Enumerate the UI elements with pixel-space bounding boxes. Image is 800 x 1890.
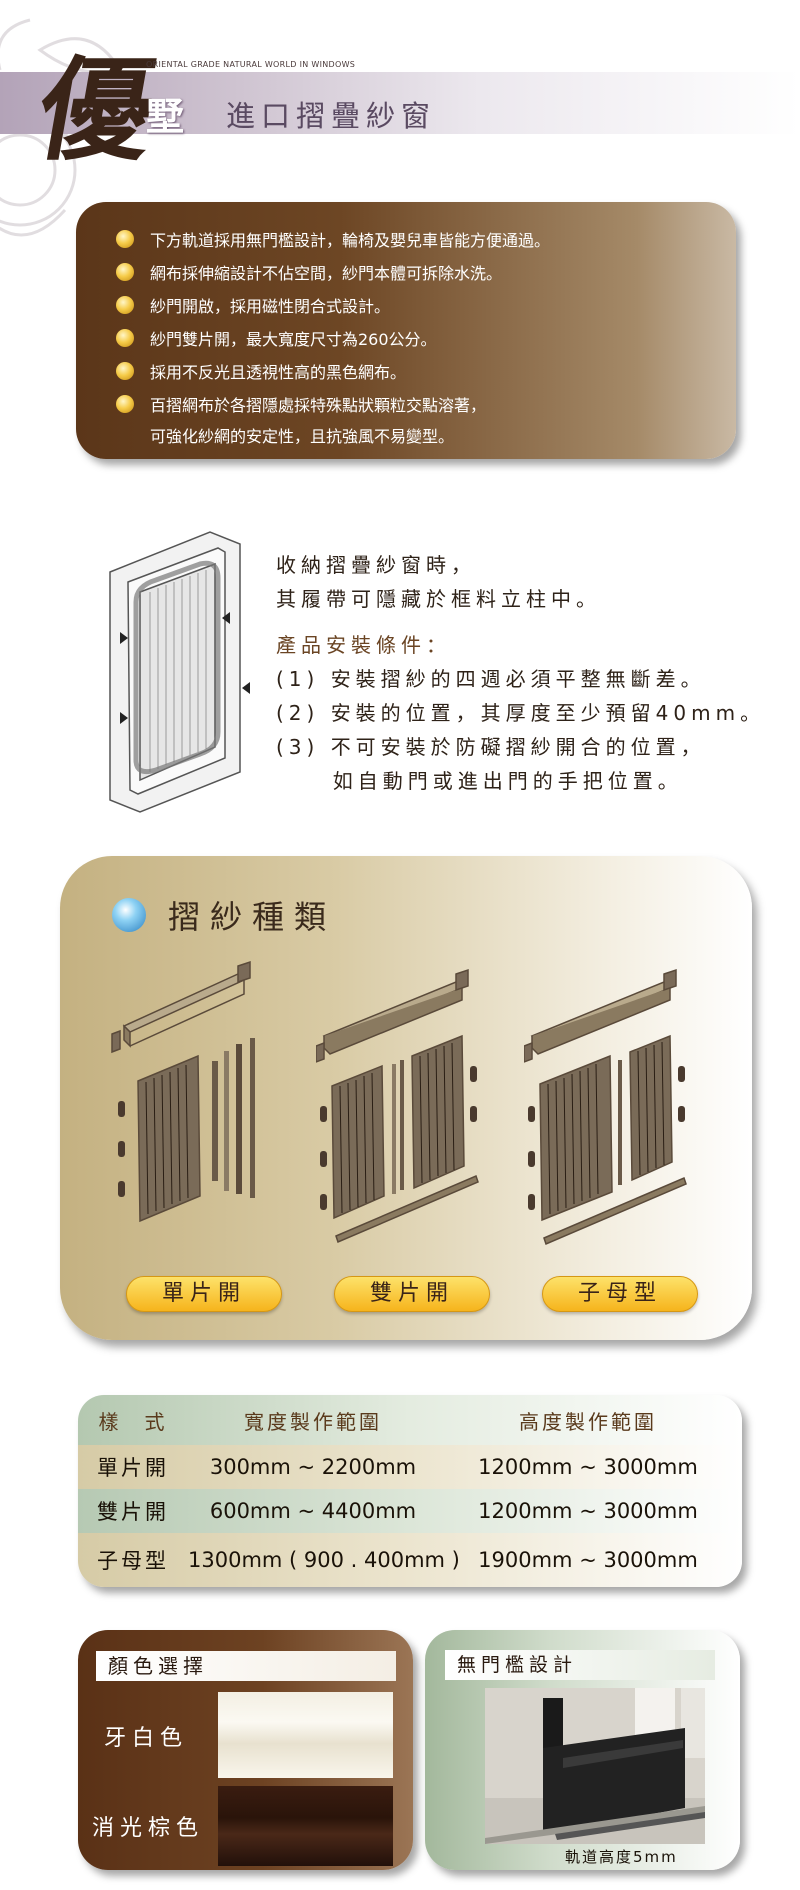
install-intro-line: 收納摺疊紗窗時， — [276, 553, 476, 577]
spec-row: 雙片開 600mm ~ 4400mm 1200mm ~ 3000mm — [78, 1489, 742, 1533]
color-selection-box: 顏色選擇 牙白色 消光棕色 — [78, 1630, 413, 1870]
install-instructions: 收納摺疊紗窗時， 其履帶可隱藏於框料立柱中。 產品安裝條件： (1) 安裝摺紗的… — [276, 548, 765, 798]
type-parent-child-button[interactable]: 子母型 — [542, 1276, 698, 1312]
spec-header-row: 樣 式 寬度製作範圍 高度製作範圍 — [78, 1395, 742, 1445]
single-panel-diagram-icon — [111, 960, 255, 1223]
parent-child-diagram-icon — [524, 968, 687, 1246]
feature-item-continuation: 可強化紗網的安定性，且抗強風不易變型。 — [150, 426, 455, 446]
no-sill-title: 無門檻設計 — [445, 1650, 715, 1680]
spec-header-cell: 寬度製作範圍 — [244, 1409, 382, 1434]
brand-logo-small: 墅 — [146, 94, 185, 139]
spec-table: 樣 式 寬度製作範圍 高度製作範圍 單片開 300mm ~ 2200mm 120… — [78, 1395, 742, 1587]
spec-row: 子母型 1300mm ( 900 . 400mm ) 1900mm ~ 3000… — [78, 1533, 742, 1587]
types-title: 摺紗種類 — [168, 898, 337, 936]
bullet-icon — [116, 229, 134, 248]
header-band — [0, 72, 800, 134]
spec-header-cell: 高度製作範圍 — [519, 1409, 657, 1434]
feature-list: 下方軌道採用無門檻設計，輪椅及嬰兒車皆能方便通過。 網布採伸縮設計不佔空間，紗門… — [116, 222, 550, 451]
feature-item: 紗門開啟，採用磁性閉合式設計。 — [116, 288, 550, 321]
install-condition: 如自動門或進出門的手把位置。 — [276, 769, 683, 793]
type-single-button[interactable]: 單片開 — [126, 1276, 282, 1312]
bullet-icon — [116, 262, 134, 281]
low-track-photo-icon — [485, 1688, 705, 1844]
spec-cell: 1900mm ~ 3000mm — [478, 1548, 698, 1572]
spec-cell: 600mm ~ 4400mm — [209, 1499, 417, 1523]
spec-row: 單片開 300mm ~ 2200mm 1200mm ~ 3000mm — [78, 1445, 742, 1489]
screen-frame-illustration — [109, 531, 250, 813]
spec-cell: 單片開 — [97, 1456, 169, 1480]
spec-cell: 雙片開 — [97, 1500, 169, 1524]
double-panel-diagram-icon — [316, 968, 479, 1244]
spec-cell: 子母型 — [97, 1549, 169, 1573]
track-height-caption: 軌道高度5mm — [565, 1848, 678, 1866]
install-condition: (1) 安裝摺紗的四週必須平整無斷差。 — [276, 667, 706, 691]
feature-item: 採用不反光且透視性高的黑色網布。 — [116, 354, 550, 387]
spec-cell: 1200mm ~ 3000mm — [478, 1499, 698, 1523]
types-panel: 摺紗種類 — [60, 856, 752, 1340]
spec-cell: 1300mm ( 900 . 400mm ) — [188, 1548, 460, 1572]
feature-item: 網布採伸縮設計不佔空間，紗門本體可拆除水洗。 — [116, 255, 550, 288]
spec-cell: 300mm ~ 2200mm — [209, 1455, 417, 1479]
type-double-button[interactable]: 雙片開 — [334, 1276, 490, 1312]
bullet-icon — [116, 361, 134, 380]
install-condition: (2) 安裝的位置，其厚度至少預留40mm。 — [276, 701, 766, 725]
install-condition: (3) 不可安裝於防礙摺紗開合的位置， — [276, 735, 706, 759]
spec-cell: 1200mm ~ 3000mm — [478, 1455, 698, 1479]
feature-item: 紗門雙片開，最大寬度尺寸為260公分。 — [116, 321, 550, 354]
color-swatch-brown[interactable] — [218, 1786, 393, 1866]
color-label-brown: 消光棕色 — [92, 1816, 205, 1841]
color-label-ivory: 牙白色 — [104, 1726, 189, 1751]
feature-box: 下方軌道採用無門檻設計，輪椅及嬰兒車皆能方便通過。 網布採伸縮設計不佔空間，紗門… — [76, 202, 736, 459]
color-selection-title: 顏色選擇 — [96, 1651, 396, 1681]
install-intro-line: 其履帶可隱藏於框料立柱中。 — [276, 587, 601, 611]
color-swatch-ivory[interactable] — [218, 1692, 393, 1778]
brand-subtitle: ORIENTAL GRADE NATURAL WORLD IN WINDOWS — [146, 60, 356, 69]
globe-bullet-icon — [112, 898, 146, 932]
spec-header-cell: 樣 式 — [98, 1409, 168, 1434]
bullet-icon — [116, 328, 134, 347]
feature-item: 下方軌道採用無門檻設計，輪椅及嬰兒車皆能方便通過。 — [116, 222, 550, 255]
bullet-icon — [116, 394, 134, 413]
page-title: 進口摺疊紗窗 — [226, 99, 437, 133]
feature-item: 百摺網布於各摺隱處採特殊點狀顆粒交點溶著， — [116, 387, 550, 420]
no-sill-design-box: 無門檻設計 軌道高度5mm — [425, 1630, 740, 1870]
install-conditions-title: 產品安裝條件： — [276, 633, 451, 657]
bullet-icon — [116, 295, 134, 314]
